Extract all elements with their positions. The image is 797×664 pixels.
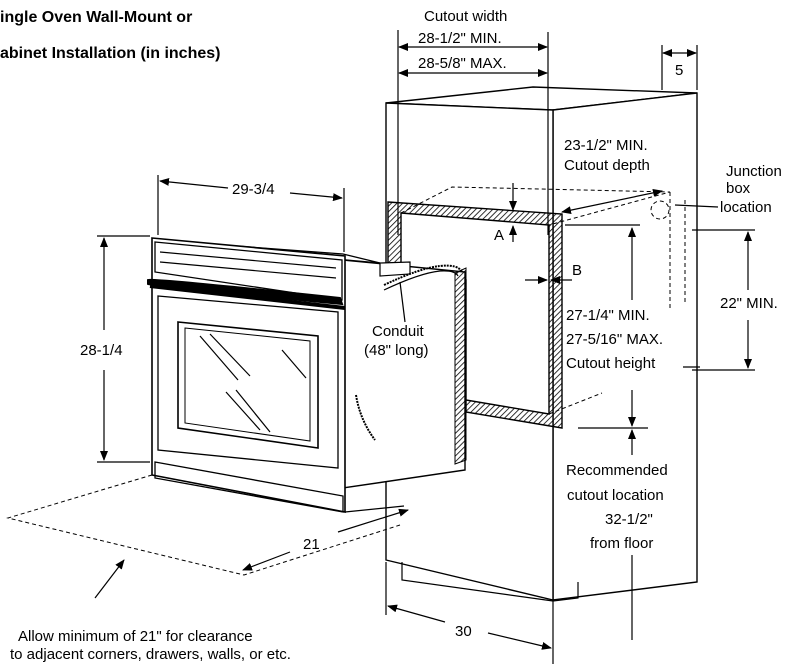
junction-label-2: box (726, 180, 751, 197)
recommended-label-3: 32-1/2" (605, 511, 653, 528)
cutout-width-title: Cutout width (424, 8, 507, 25)
dimension-lines (94, 30, 755, 664)
clearance-b-label: B (572, 262, 582, 279)
junction-label-3: location (720, 199, 772, 216)
conduit-label-1: Conduit (372, 323, 425, 340)
oven-height-label: 28-1/4 (80, 342, 123, 359)
height-max-label: 27-5/16" MAX. (566, 331, 663, 348)
cutout-width-max: 28-5/8" MAX. (418, 55, 507, 72)
depth-title-label: Cutout depth (564, 157, 650, 174)
title-line-2: abinet Installation (in inches) (0, 45, 220, 62)
recommended-label-4: from floor (590, 535, 653, 552)
depth-min-label: 23-1/2" MIN. (564, 137, 648, 154)
oven (147, 237, 467, 513)
clearance-note-2: to adjacent corners, drawers, walls, or … (10, 646, 291, 663)
recommended-label-1: Recommended (566, 462, 668, 479)
conduit-label-2: (48" long) (364, 342, 429, 359)
height-min-label: 27-1/4" MIN. (566, 307, 650, 324)
clearance-note-1: Allow minimum of 21" for clearance (18, 628, 253, 645)
clearance-a-label: A (494, 227, 504, 244)
side-offset-label: 5 (675, 62, 683, 79)
recommended-label-2: cutout location (567, 487, 664, 504)
title-line-1: ingle Oven Wall-Mount or (0, 9, 192, 26)
oven-width-label: 29-3/4 (232, 181, 275, 198)
height-title-label: Cutout height (566, 355, 656, 372)
cabinet-width-label: 30 (455, 623, 472, 640)
oven-depth-label: 21 (303, 536, 320, 553)
cutout-width-min: 28-1/2" MIN. (418, 30, 502, 47)
junction-height-label: 22" MIN. (720, 295, 778, 312)
junction-label-1: Junction (726, 163, 782, 180)
